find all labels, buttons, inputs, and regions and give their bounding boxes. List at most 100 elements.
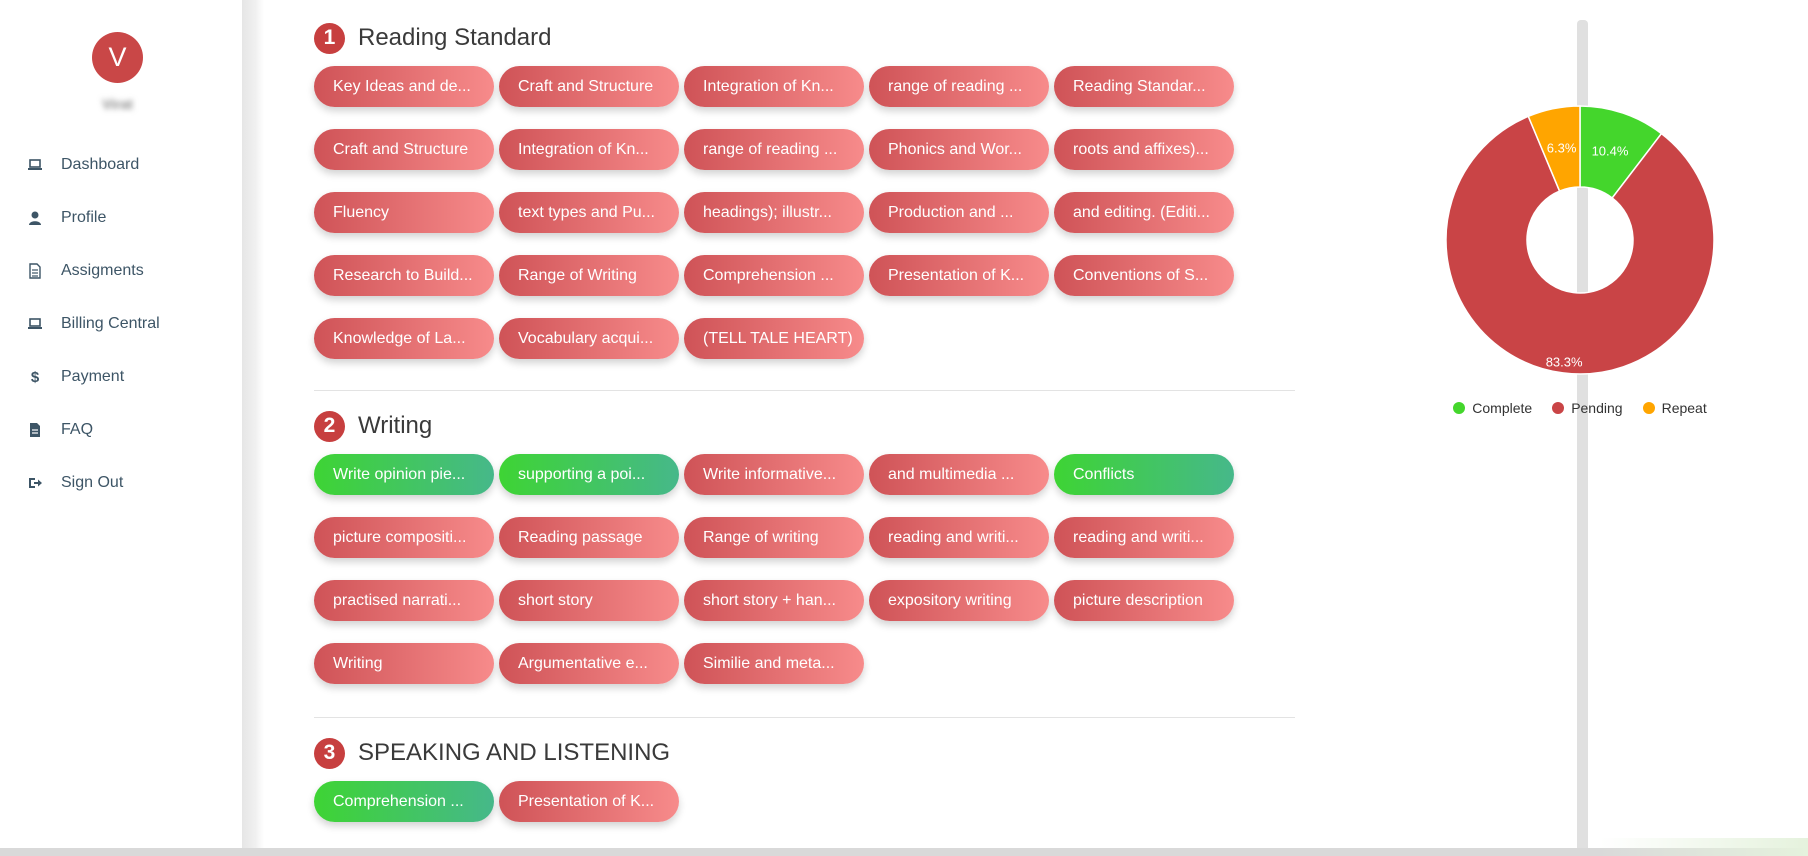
legend-item-complete[interactable]: Complete [1453,400,1532,416]
sidebar-item-label: Assigments [61,261,144,279]
document-icon [27,262,43,279]
standard-chip[interactable]: Conflicts [1054,454,1234,495]
bottom-bar-fade [1600,838,1808,856]
standards-panel[interactable]: 1 Reading Standard Key Ideas and de...Cr… [264,0,1588,856]
standard-chip[interactable]: Fluency [314,192,494,233]
section-number-badge: 3 [314,737,345,769]
horizontal-scrollbar[interactable] [0,848,1808,856]
donut-slice-pending[interactable] [1445,115,1715,375]
standard-chip[interactable]: Phonics and Wor... [869,129,1049,170]
sidebar-item-sign-out[interactable]: Sign Out [0,456,242,509]
legend-item-repeat[interactable]: Repeat [1642,400,1707,416]
standard-chip[interactable]: (TELL TALE HEART) [684,318,864,359]
sidebar: V Virat Dashboard Profile Assigments Bil… [0,0,242,856]
section-number-badge: 1 [314,22,345,54]
progress-donut-chart: 10.4% 83.3% 6.3% [1445,105,1715,375]
standard-chip[interactable]: Comprehension ... [684,255,864,296]
standard-chip[interactable]: range of reading ... [684,129,864,170]
chip-list: Write opinion pie...supporting a poi...W… [314,454,1249,706]
section-writing: 2 Writing Write opinion pie...supporting… [314,408,1314,706]
section-title: Reading Standard [358,24,552,51]
standard-chip[interactable]: Production and ... [869,192,1049,233]
chip-list: Comprehension ...Presentation of K... [314,781,1249,844]
standard-chip[interactable]: headings); illustr... [684,192,864,233]
standard-chip[interactable]: Argumentative e... [499,643,679,684]
avatar[interactable]: V [92,32,143,83]
legend-item-pending[interactable]: Pending [1552,400,1623,416]
standard-chip[interactable]: Presentation of K... [869,255,1049,296]
standard-chip[interactable]: Integration of Kn... [499,129,679,170]
sidebar-item-label: Sign Out [61,473,124,491]
legend-label: Complete [1472,400,1533,416]
standard-chip[interactable]: range of reading ... [869,66,1049,107]
donut-slice-label: 6.3% [1547,140,1577,155]
sidebar-item-assigments[interactable]: Assigments [0,244,242,297]
donut-slice-label: 83.3% [1546,354,1583,369]
standard-chip[interactable]: Key Ideas and de... [314,66,494,107]
standard-chip[interactable]: roots and affixes)... [1054,129,1234,170]
sidebar-item-label: FAQ [61,420,94,438]
standard-chip[interactable]: Conventions of S... [1054,255,1234,296]
standard-chip[interactable]: picture description [1054,580,1234,621]
sidebar-item-label: Profile [61,208,107,226]
standard-chip[interactable]: short story [499,580,679,621]
chart-legend: Complete Pending Repeat [1440,400,1720,416]
sidebar-item-faq[interactable]: FAQ [0,403,242,456]
standard-chip[interactable]: Craft and Structure [499,66,679,107]
standard-chip[interactable]: Write informative... [684,454,864,495]
legend-swatch [1453,402,1466,414]
standard-chip[interactable]: Similie and meta... [684,643,864,684]
sidebar-nav: Dashboard Profile Assigments Billing Cen… [0,138,242,509]
standard-chip[interactable]: reading and writi... [1054,517,1234,558]
section-divider [314,390,1295,391]
standard-chip[interactable]: Vocabulary acqui... [499,318,679,359]
standard-chip[interactable]: Craft and Structure [314,129,494,170]
donut-slice-repeat[interactable] [1527,105,1581,193]
legend-swatch [1552,402,1565,414]
dollar-icon: $ [27,369,43,385]
sidebar-shadow [242,0,264,856]
sidebar-item-dashboard[interactable]: Dashboard [0,138,242,191]
standard-chip[interactable]: Research to Build... [314,255,494,296]
legend-label: Pending [1571,400,1623,416]
standard-chip[interactable]: and multimedia ... [869,454,1049,495]
standard-chip[interactable]: text types and Pu... [499,192,679,233]
standard-chip[interactable]: practised narrati... [314,580,494,621]
sidebar-item-label: Billing Central [61,314,160,332]
section-header: 3 SPEAKING AND LISTENING [314,735,1314,771]
sidebar-item-label: Dashboard [61,155,140,173]
standard-chip[interactable]: Reading passage [499,517,679,558]
standard-chip[interactable]: supporting a poi... [499,454,679,495]
standard-chip[interactable]: Range of Writing [499,255,679,296]
legend-label: Repeat [1661,400,1707,416]
standard-chip[interactable]: expository writing [869,580,1049,621]
sidebar-item-label: Payment [61,367,125,385]
donut-slice-label: 10.4% [1592,143,1629,158]
standard-chip[interactable]: short story + han... [684,580,864,621]
standard-chip[interactable]: Knowledge of La... [314,318,494,359]
laptop-icon [27,316,43,332]
file-icon [27,422,43,438]
user-name: Virat [102,96,133,112]
standard-chip[interactable]: picture compositi... [314,517,494,558]
sign-out-icon [27,475,43,491]
sidebar-item-payment[interactable]: $ Payment [0,350,242,403]
sidebar-item-billing-central[interactable]: Billing Central [0,297,242,350]
laptop-icon [27,157,43,173]
standard-chip[interactable]: Comprehension ... [314,781,494,822]
standard-chip[interactable]: reading and writi... [869,517,1049,558]
standard-chip[interactable]: and editing. (Editi... [1054,192,1234,233]
standard-chip[interactable]: Writing [314,643,494,684]
sidebar-item-profile[interactable]: Profile [0,191,242,244]
scrollbar[interactable] [1577,20,1588,856]
legend-swatch [1642,402,1655,414]
standard-chip[interactable]: Presentation of K... [499,781,679,822]
section-header: 1 Reading Standard [314,20,1314,56]
standard-chip[interactable]: Integration of Kn... [684,66,864,107]
standard-chip[interactable]: Write opinion pie... [314,454,494,495]
section-header: 2 Writing [314,408,1314,444]
standard-chip[interactable]: Range of writing [684,517,864,558]
user-icon [27,210,43,226]
standard-chip[interactable]: Reading Standar... [1054,66,1234,107]
